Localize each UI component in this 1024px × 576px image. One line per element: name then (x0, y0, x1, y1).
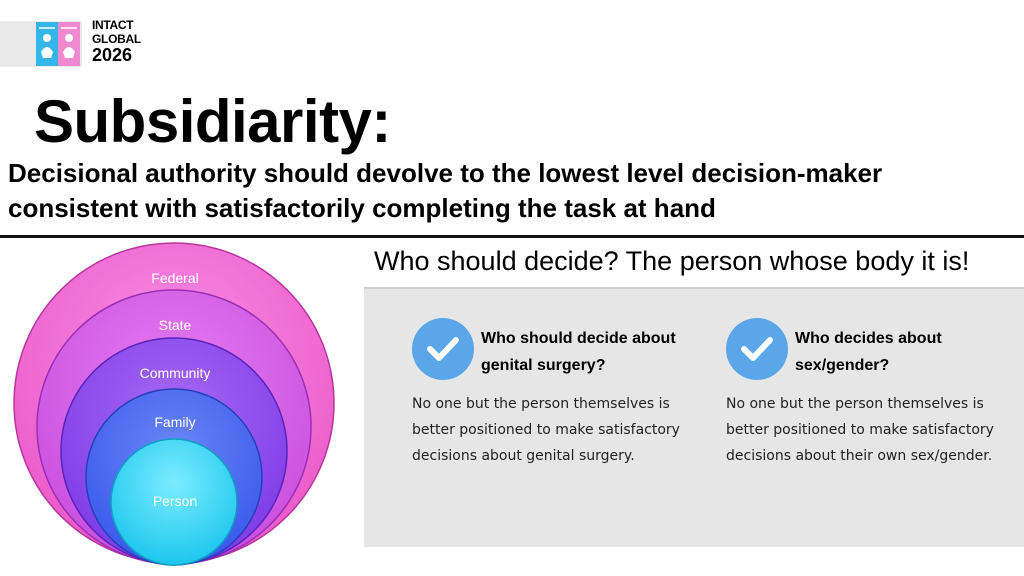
label-family: Family (154, 414, 195, 430)
label-state: State (159, 317, 192, 333)
label-person: Person (153, 493, 197, 509)
circle-person (110, 438, 238, 566)
check-circle-icon (412, 318, 474, 380)
card-text: No one but the person themselves is bett… (726, 396, 994, 464)
answer-panel (364, 287, 1024, 547)
subsidiarity-circles-diagram: Federal State Community Family Person (13, 242, 335, 566)
logo-icon (58, 22, 80, 66)
card-text: No one but the person themselves is bett… (412, 396, 680, 464)
logo-text: INTACT GLOBAL 2026 (92, 19, 141, 64)
label-community: Community (140, 365, 211, 381)
card-heading: Who should decide about genital surgery? (481, 330, 676, 374)
check-circle-icon (726, 318, 788, 380)
logo-line-2: GLOBAL (92, 32, 141, 46)
card-heading: Who decides about sex/gender? (795, 330, 942, 374)
logo-line-1: INTACT (92, 18, 134, 32)
slide-subtitle: Decisional authority should devolve to t… (8, 158, 883, 223)
label-federal: Federal (151, 270, 198, 286)
logo-line-3: 2026 (92, 45, 133, 65)
divider (0, 235, 1024, 238)
slide-title: Subsidiarity: (34, 88, 391, 155)
question-heading: Who should decide? The person whose body… (374, 246, 970, 276)
logo-icon (36, 22, 58, 66)
